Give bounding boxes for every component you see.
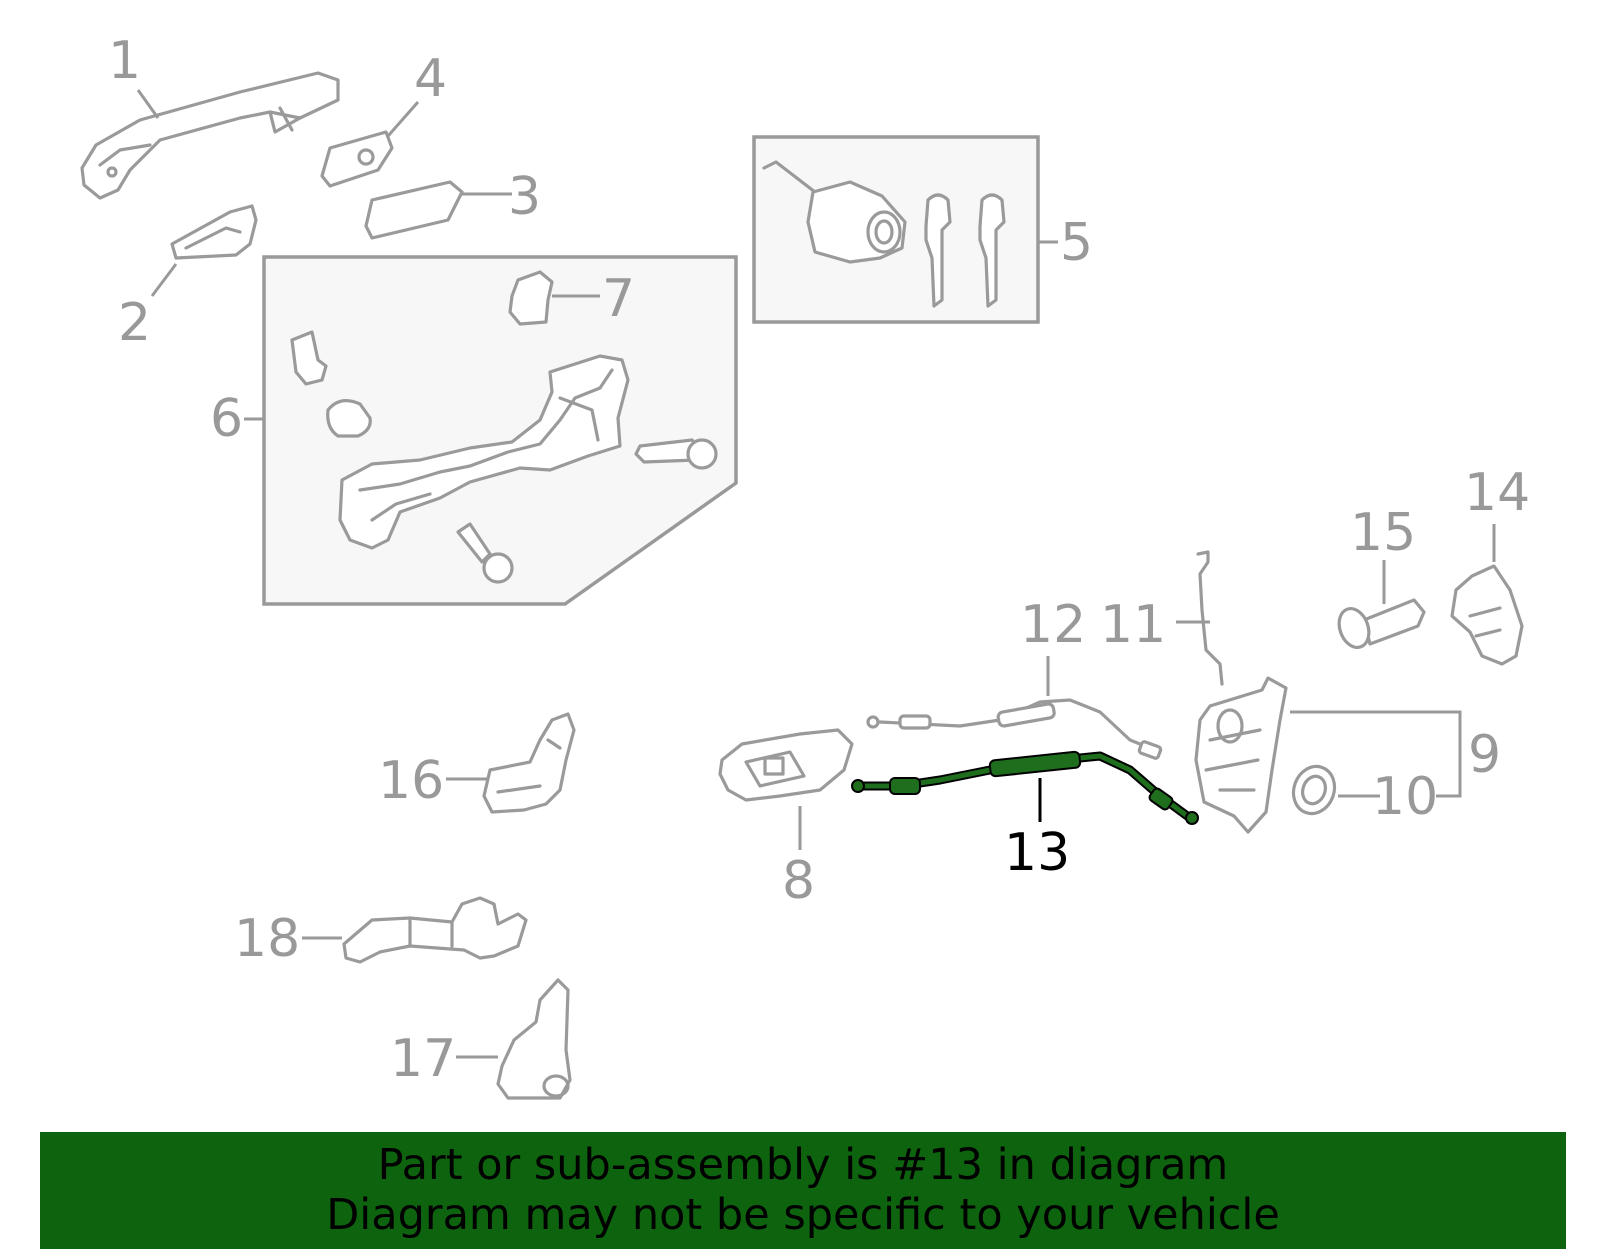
callout-8: 8: [782, 851, 815, 911]
part-16-check-bracket[interactable]: [482, 712, 576, 814]
callout-13: 13: [1004, 823, 1070, 883]
callout-18: 18: [234, 909, 300, 969]
callout-4: 4: [414, 49, 447, 109]
callout-9: 9: [1468, 725, 1501, 785]
part-11-lock-rod[interactable]: [1196, 550, 1224, 686]
callout-5: 5: [1060, 213, 1093, 273]
callout-11: 11: [1100, 595, 1166, 655]
part-4-lock-cover[interactable]: [320, 130, 394, 188]
leader-2: [150, 263, 178, 297]
part-9-latch-assembly[interactable]: [1194, 676, 1288, 834]
part-1-outer-handle[interactable]: [80, 71, 340, 200]
part-13-cable-highlighted[interactable]: [851, 750, 1199, 825]
callout-2: 2: [118, 293, 151, 353]
leader-9: [1290, 710, 1462, 798]
callout-16: 16: [378, 751, 444, 811]
part-7-clip[interactable]: [508, 270, 554, 326]
part-8-inside-handle[interactable]: [718, 728, 854, 802]
part-5-lock-cylinder-keys[interactable]: [762, 160, 1006, 308]
part-6-handle-frame[interactable]: [290, 330, 718, 584]
info-banner: Part or sub-assembly is #13 in diagram D…: [40, 1132, 1566, 1249]
callout-17: 17: [390, 1029, 456, 1089]
part-15-screw[interactable]: [1334, 598, 1426, 652]
leader-1: [136, 89, 160, 119]
callout-12: 12: [1020, 595, 1086, 655]
banner-line-disclaimer: Diagram may not be specific to your vehi…: [326, 1190, 1280, 1240]
part-18-door-check[interactable]: [342, 896, 528, 964]
callout-10: 10: [1372, 767, 1438, 827]
part-10-grommet[interactable]: [1287, 761, 1341, 820]
callout-15: 15: [1350, 503, 1416, 563]
leader-4: [386, 101, 420, 137]
callout-3: 3: [508, 167, 541, 227]
callout-1: 1: [108, 31, 141, 91]
banner-line-part: Part or sub-assembly is #13 in diagram: [377, 1140, 1229, 1190]
part-3-handle-cover[interactable]: [364, 180, 464, 240]
part-17-hinge[interactable]: [496, 978, 572, 1100]
callout-6: 6: [210, 389, 243, 449]
part-14-striker-cover[interactable]: [1450, 564, 1524, 666]
part-2-handle-pad[interactable]: [170, 204, 258, 260]
callout-14: 14: [1464, 463, 1530, 523]
callout-7: 7: [602, 269, 635, 329]
part-12-cable[interactable]: [866, 698, 1163, 760]
